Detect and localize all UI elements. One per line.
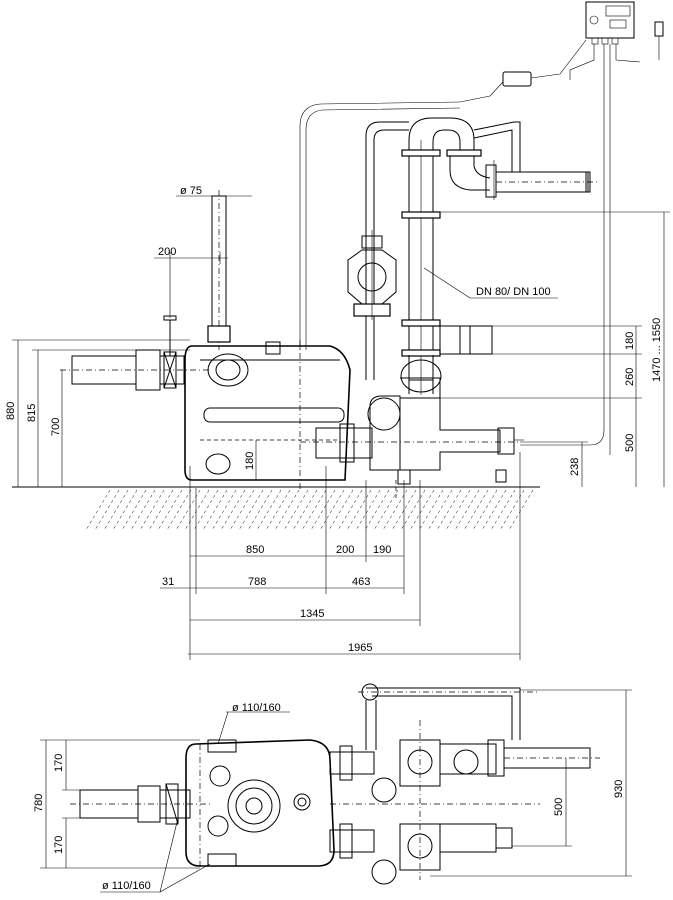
- inlet-diameter-label: ø 75: [180, 185, 202, 197]
- dim-700: 700: [50, 418, 62, 436]
- hatch-line: [319, 489, 345, 531]
- dim-788: 788: [248, 576, 266, 588]
- hatch-line: [346, 489, 372, 531]
- hatch-line: [364, 489, 390, 531]
- hatch-line: [418, 489, 444, 531]
- hatch-line: [382, 489, 408, 531]
- horizontal-inlet: [60, 315, 210, 391]
- dim-1965: 1965: [348, 642, 372, 654]
- dim-200-top: 200: [158, 246, 176, 258]
- inlet-plan: [70, 783, 210, 825]
- hatch-line: [355, 489, 381, 531]
- hatch-line: [310, 489, 336, 531]
- dim-880: 880: [5, 402, 17, 420]
- hatch-line: [166, 489, 192, 531]
- dim-200-bottom: 200: [336, 544, 354, 556]
- collection-tank: [184, 340, 351, 490]
- dim-190: 190: [373, 544, 391, 556]
- hatch-line: [148, 489, 174, 531]
- hatch-line: [454, 489, 480, 531]
- hatch-line: [265, 489, 291, 531]
- dim-780: 780: [33, 794, 45, 812]
- dimensions-side: [12, 195, 670, 660]
- dim-500-top: 500: [553, 798, 565, 816]
- hatch-line: [157, 489, 183, 531]
- hatch-line: [292, 489, 318, 531]
- hatch-line: [328, 489, 354, 531]
- pumps-plan: [329, 683, 600, 885]
- level-sensor: [299, 39, 587, 350]
- hatch-line: [175, 489, 201, 531]
- hatch-line: [112, 489, 138, 531]
- hatch-line: [490, 489, 516, 531]
- side-view: ø 75 200 DN 80/ DN 100 880 815 700 180 1…: [5, 1, 670, 660]
- hatch-line: [463, 489, 489, 531]
- hatch-line: [409, 489, 435, 531]
- hatch-line: [301, 489, 327, 531]
- hatch-line: [283, 489, 309, 531]
- hatch-line: [193, 489, 219, 531]
- hatch-line: [229, 489, 255, 531]
- hatch-line: [103, 489, 129, 531]
- dim-180-left: 180: [244, 452, 256, 470]
- hatch-line: [238, 489, 264, 531]
- hatch-line: [436, 489, 462, 531]
- dim-31: 31: [162, 576, 174, 588]
- bottom-port-label: ø 110/160: [102, 880, 151, 892]
- hatch-line: [85, 489, 111, 531]
- hatch-line: [256, 489, 282, 531]
- dim-930: 930: [613, 780, 625, 798]
- dim-1470-1550: 1470 ... 1550: [651, 318, 663, 382]
- hatch-line: [202, 489, 228, 531]
- dim-815: 815: [26, 404, 38, 422]
- dim-850: 850: [246, 544, 264, 556]
- hatch-line: [373, 489, 399, 531]
- hatch-line: [400, 489, 426, 531]
- hatch-line: [139, 489, 165, 531]
- vertical-inlet: [207, 190, 231, 350]
- hatch-line: [508, 489, 534, 531]
- hatch-line: [247, 489, 273, 531]
- ground-hatching: [12, 486, 540, 531]
- hatch-line: [130, 489, 156, 531]
- hatch-line: [391, 489, 417, 531]
- gate-valve: [347, 230, 397, 320]
- dim-1345: 1345: [300, 608, 324, 620]
- tank-plan: [185, 739, 335, 870]
- dim-170-bottom: 170: [53, 836, 65, 854]
- control-box: [520, 1, 664, 455]
- dimensions-top: [40, 689, 632, 893]
- hatch-line: [184, 489, 210, 531]
- hatch-line: [445, 489, 471, 531]
- hatch-line: [94, 489, 120, 531]
- top-view: ø 110/160 ø 110/160 170 780 170 500 930: [33, 683, 632, 893]
- hatch-line: [121, 489, 147, 531]
- hatch-line: [220, 489, 246, 531]
- top-port-label: ø 110/160: [232, 702, 281, 714]
- pump: [300, 377, 524, 500]
- pressure-pipe: [400, 117, 600, 395]
- bypass-pipe: [365, 121, 521, 380]
- hatch-line: [427, 489, 453, 531]
- dim-170-top: 170: [53, 754, 65, 772]
- dim-238: 238: [569, 458, 581, 476]
- hatch-line: [472, 489, 498, 531]
- dim-260: 260: [624, 368, 636, 386]
- hatch-line: [337, 489, 363, 531]
- hatch-line: [274, 489, 300, 531]
- pipe-size-label: DN 80/ DN 100: [476, 286, 551, 298]
- hatch-line: [499, 489, 525, 531]
- dim-500-side: 500: [624, 434, 636, 452]
- hatch-line: [211, 489, 237, 531]
- hatch-line: [481, 489, 507, 531]
- dim-463: 463: [352, 576, 370, 588]
- dim-180-right: 180: [624, 332, 636, 350]
